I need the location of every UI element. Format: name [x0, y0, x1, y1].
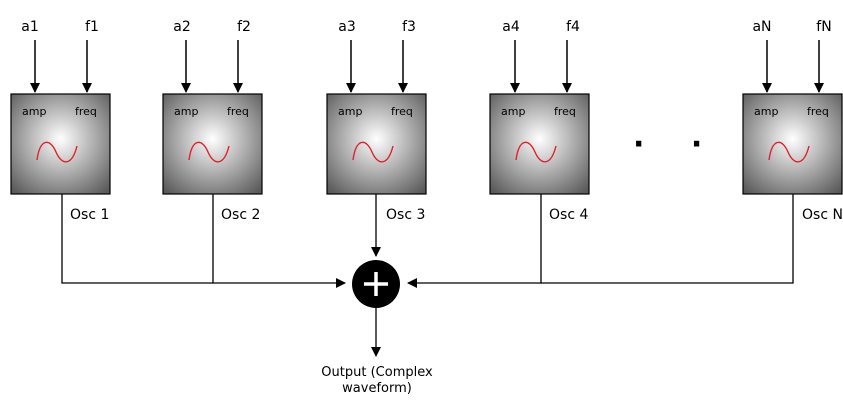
oscillator-4: a4 f4 amp freq Osc 4 — [489, 19, 590, 223]
amp-port-label-4: amp — [501, 105, 525, 118]
osc-1-output-wire — [61, 194, 213, 284]
output-label-line-1: Output (Complex — [321, 365, 433, 380]
freq-input-label-4: f4 — [566, 19, 580, 35]
freq-input-label-1: f1 — [85, 19, 99, 35]
osc-n-output-wire — [541, 194, 794, 284]
amp-input-label-4: a4 — [502, 19, 520, 35]
oscillator-box-3 — [326, 93, 427, 195]
freq-input-label-2: f2 — [237, 19, 251, 35]
amp-port-label-n: amp — [754, 105, 778, 118]
oscillator-box-4 — [489, 93, 590, 195]
amp-port-label-1: amp — [22, 105, 46, 118]
sine-wave-icon-3 — [352, 141, 394, 163]
freq-port-label-3: freq — [391, 105, 413, 118]
signal-bus — [61, 194, 794, 288]
freq-port-label-4: freq — [554, 105, 576, 118]
freq-input-label-n: fN — [816, 19, 831, 35]
oscillator-label-2: Osc 2 — [221, 207, 260, 223]
summer-node: + — [352, 260, 400, 308]
oscillator-label-1: Osc 1 — [70, 207, 109, 223]
amp-input-label-2: a2 — [173, 19, 191, 35]
amp-port-label-3: amp — [338, 105, 362, 118]
osc-4-output-wire — [407, 194, 542, 288]
amp-input-label-3: a3 — [338, 19, 356, 35]
oscillator-n: aN fN amp freq Osc N — [742, 19, 843, 223]
oscillator-3: a3 f3 amp freq Osc 3 — [326, 19, 427, 223]
freq-port-label-1: freq — [75, 105, 97, 118]
sine-wave-icon-1 — [36, 141, 78, 163]
amp-port-label-2: amp — [174, 105, 198, 118]
amp-input-label-1: a1 — [21, 19, 39, 35]
amp-input-label-n: aN — [752, 19, 771, 35]
oscillator-label-n: Osc N — [802, 207, 843, 223]
freq-input-label-3: f3 — [402, 19, 416, 35]
oscillator-box-n — [742, 93, 843, 195]
freq-port-label-2: freq — [227, 105, 249, 118]
sine-wave-icon-4 — [515, 141, 557, 163]
oscillator-label-3: Osc 3 — [386, 207, 425, 223]
sine-wave-icon-n — [768, 141, 810, 163]
oscillator-1: a1 f1 amp freq Osc 1 — [10, 19, 111, 223]
osc-2-output-wire — [212, 194, 346, 288]
oscillator-box-1 — [10, 93, 111, 195]
oscillator-2: a2 f2 amp freq Osc 2 — [162, 19, 263, 223]
oscillator-label-4: Osc 4 — [549, 207, 588, 223]
output-label-line-2: waveform) — [342, 381, 412, 396]
ellipsis-more-oscillators: · · · — [633, 127, 778, 162]
sine-wave-icon-2 — [188, 141, 230, 163]
freq-port-label-n: freq — [807, 105, 829, 118]
